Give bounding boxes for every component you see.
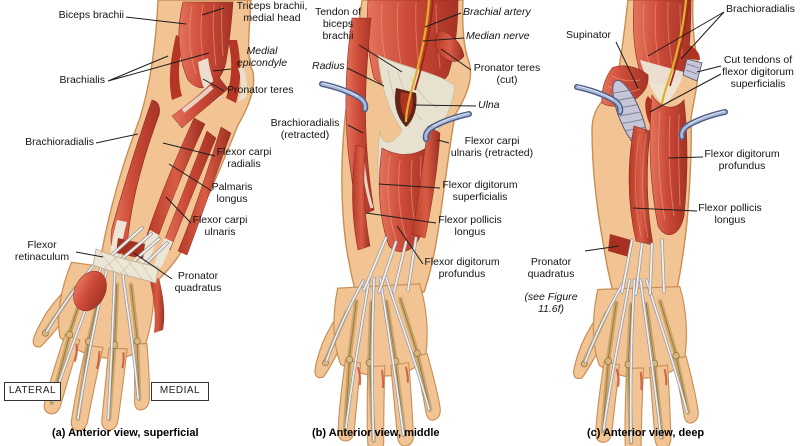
label-pronator-teres-cut: Pronator teres (cut) (473, 62, 541, 86)
arm-c-illustration (570, 0, 725, 446)
label-flexor-digitorum-profundus: Flexor digitorum profundus (424, 256, 500, 280)
lateral-orientation-tag: LATERAL (4, 382, 61, 401)
label-biceps-brachii: Biceps brachii (58, 9, 124, 21)
label-flexor-digitorum-superficialis: Flexor digitorum superficialis (442, 179, 518, 203)
label-brachialis: Brachialis (59, 74, 105, 86)
pronator-quadratus-note: (see Figure 11.6f) (524, 291, 578, 315)
caption-panel-b: (b) Anterior view, middle (312, 427, 440, 439)
arm-b-illustration (310, 0, 470, 446)
label-triceps-brachii-medial-head: Triceps brachii, medial head (236, 0, 308, 24)
label-brachioradialis-c: Brachioradialis (726, 3, 795, 15)
label-ulna: Ulna (478, 99, 500, 111)
label-flexor-carpi-ulnaris-retracted: Flexor carpi ulnaris (retracted) (450, 135, 534, 159)
label-flexor-digitorum-profundus-c: Flexor digitorum profundus (704, 148, 780, 172)
pronator-quadratus-name: Pronator quadratus (527, 255, 575, 280)
label-tendon-of-biceps-brachii: Tendon of biceps brachii (314, 6, 362, 42)
medial-orientation-tag: MEDIAL (151, 382, 209, 401)
leader-lines (75, 7, 725, 280)
label-supinator: Supinator (566, 29, 611, 41)
label-flexor-retinaculum: Flexor retinaculum (14, 239, 70, 263)
label-flexor-carpi-radialis: Flexor carpi radialis (216, 146, 272, 170)
label-medial-epicondyle: Medial epicondyle (236, 45, 288, 69)
label-palmaris-longus: Palmaris longus (211, 181, 253, 205)
label-brachial-artery: Brachial artery (463, 6, 531, 18)
caption-panel-c: (c) Anterior view, deep (587, 427, 705, 439)
label-median-nerve: Median nerve (466, 30, 530, 42)
label-pronator-quadratus-c: Pronator quadratus (see Figure 11.6f) (518, 245, 584, 327)
label-pronator-teres: Pronator teres (227, 84, 294, 96)
label-flexor-pollicis-longus: Flexor pollicis longus (438, 214, 502, 238)
label-pronator-quadratus: Pronator quadratus (174, 270, 222, 294)
label-brachioradialis-retracted: Brachioradialis (retracted) (270, 117, 340, 141)
label-radius: Radius (312, 60, 345, 72)
label-cut-tendons-fds: Cut tendons of flexor digitorum superfic… (722, 54, 794, 90)
arm-a-illustration (22, 0, 255, 440)
label-flexor-carpi-ulnaris: Flexor carpi ulnaris (192, 214, 248, 238)
label-flexor-pollicis-longus-c: Flexor pollicis longus (698, 202, 762, 226)
caption-panel-a: (a) Anterior view, superficial (52, 427, 199, 439)
label-brachioradialis: Brachioradialis (25, 136, 94, 148)
